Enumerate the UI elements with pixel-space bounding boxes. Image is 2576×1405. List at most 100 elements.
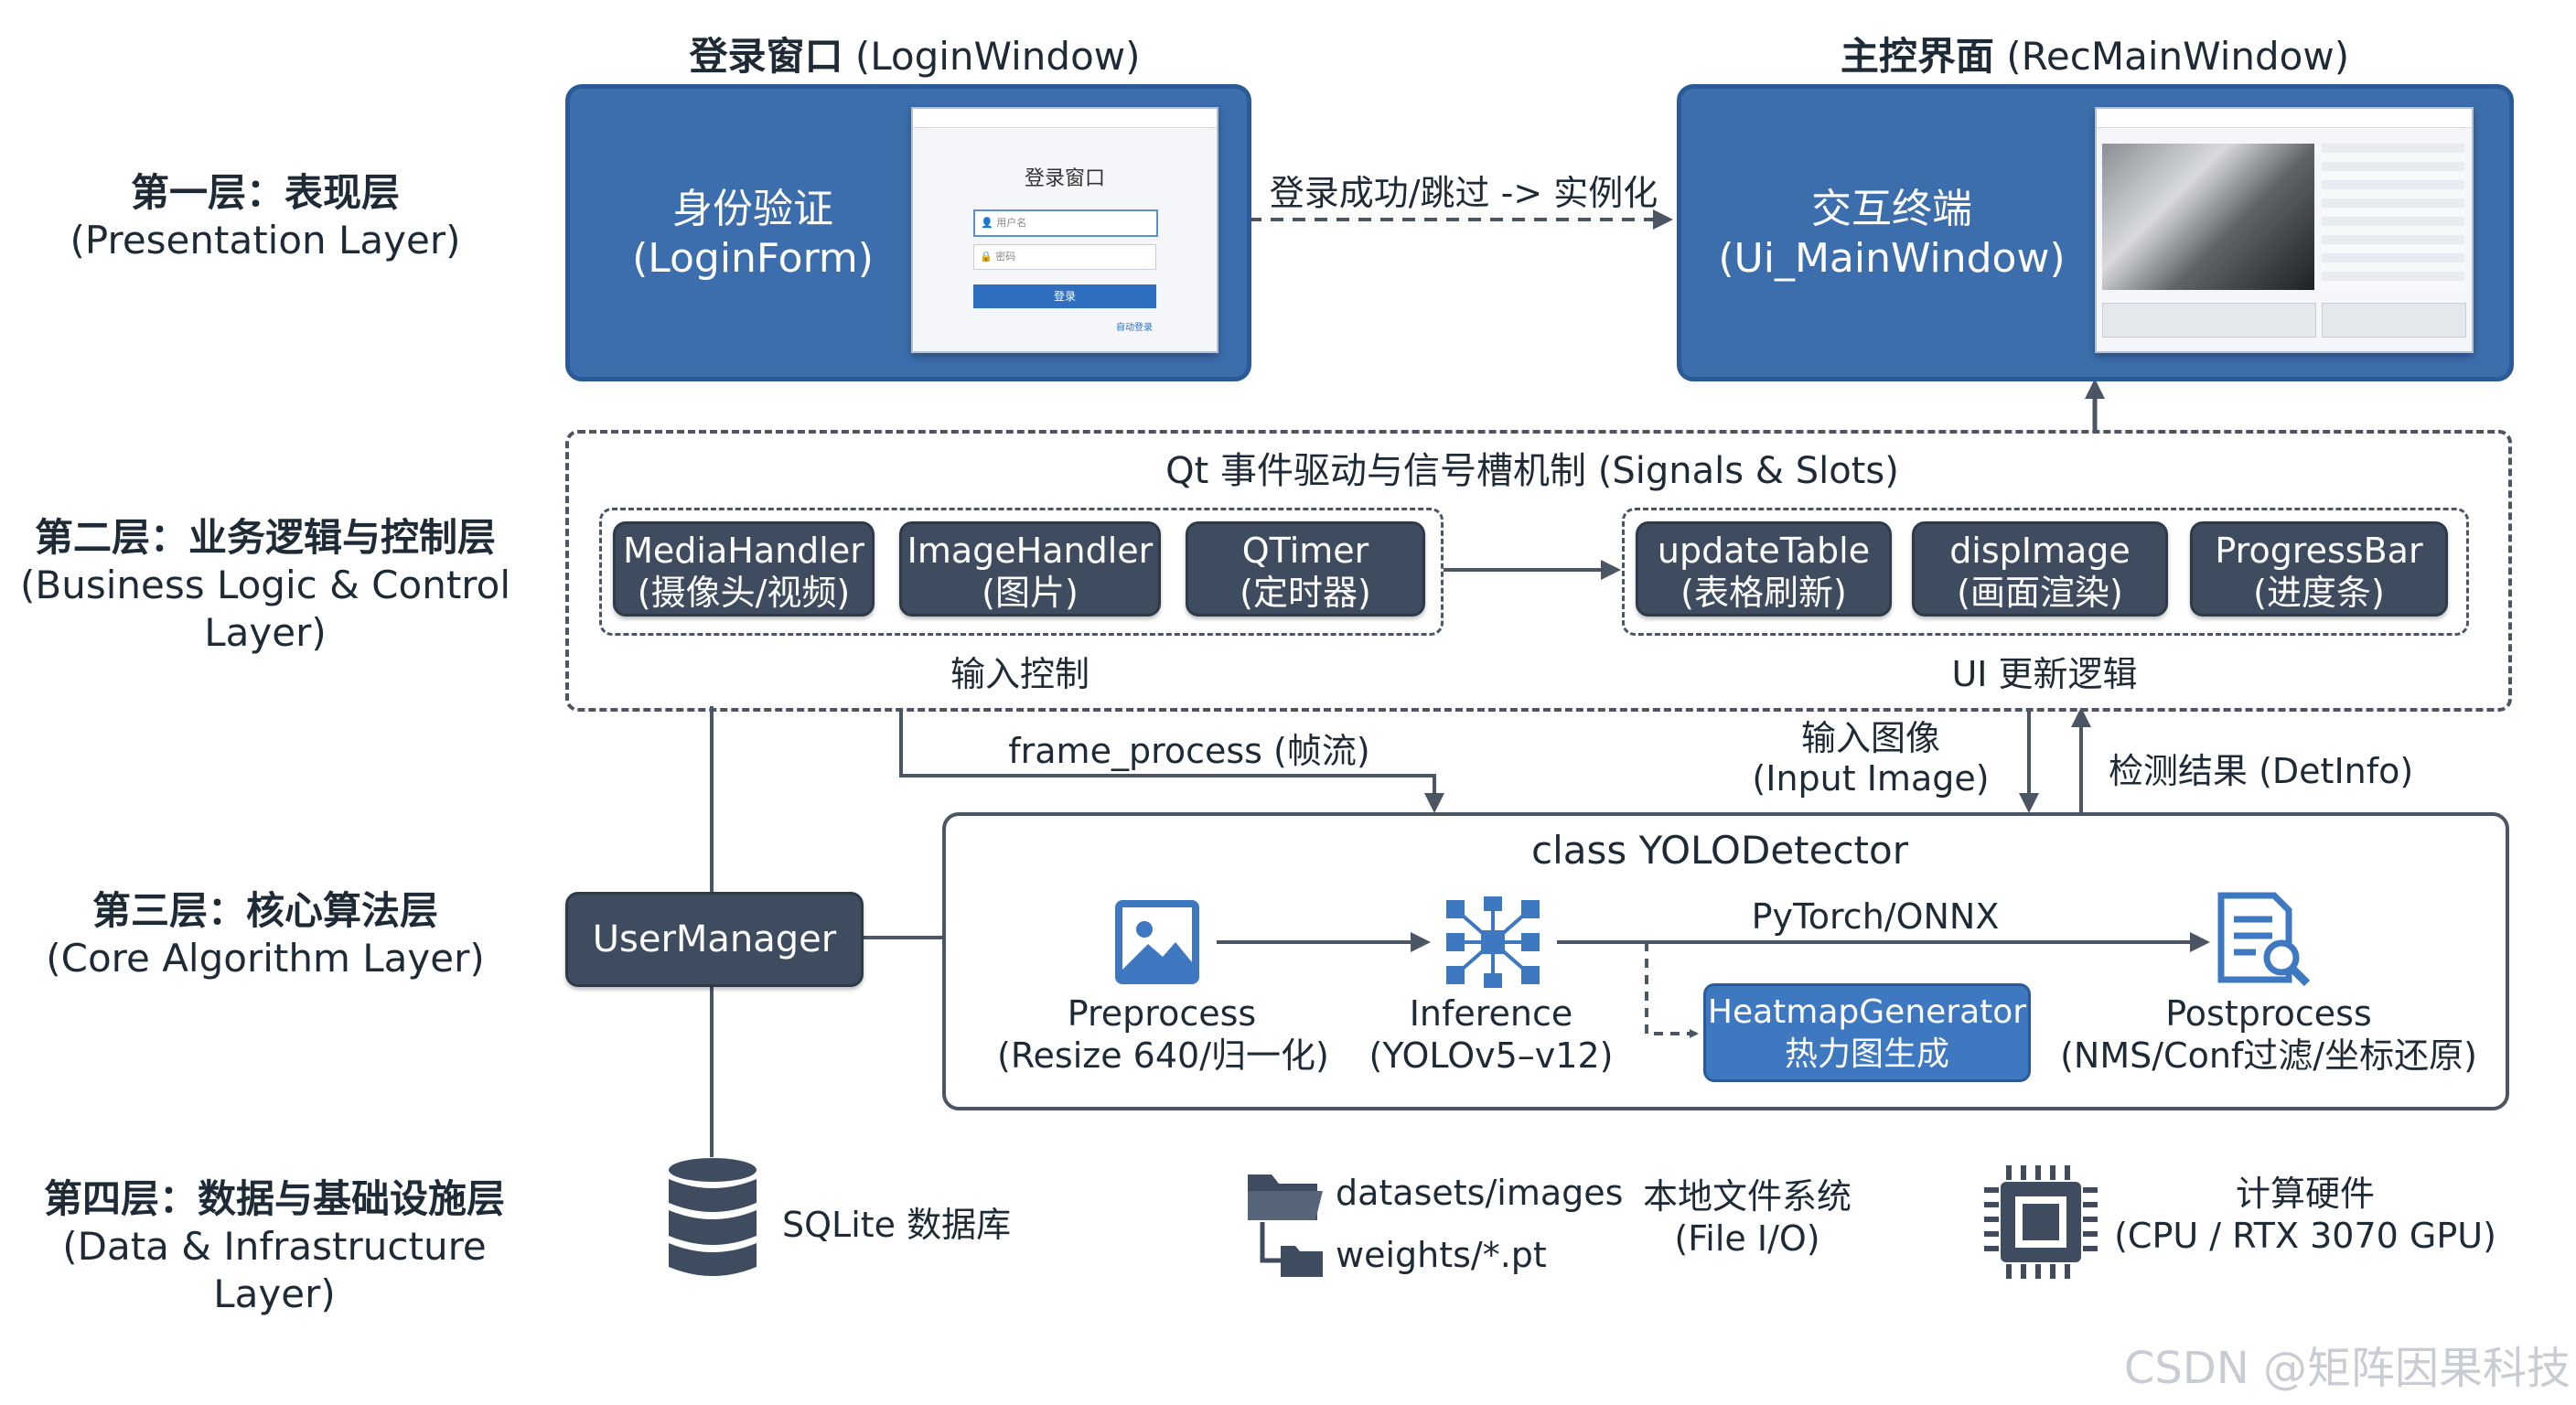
pytorch-onnx-label: PyTorch/ONNX — [1751, 896, 2000, 937]
layer1-subtitle: (Presentation Layer) — [70, 218, 461, 263]
layer3-subtitle: (Core Algorithm Layer) — [46, 936, 485, 981]
login-form-label: 身份验证 (LoginForm) — [588, 185, 918, 284]
login-mini-titlebar — [913, 109, 1217, 128]
imagehandler-line1: ImageHandler — [907, 531, 1154, 571]
main-title-cn: 主控界面 — [1840, 34, 1994, 79]
updatetable-line2: (表格刷新) — [1680, 573, 1847, 613]
input-image-line1: 输入图像 — [1800, 718, 1940, 758]
folder-icon — [1248, 1174, 1323, 1277]
yolo-detector-title: class YOLODetector — [1530, 828, 1908, 873]
login-title-en: (LoginWindow) — [854, 34, 1141, 79]
mediahandler-chip: MediaHandler (摄像头/视频) — [613, 521, 875, 617]
qtimer-line2: (定时器) — [1240, 573, 1371, 613]
login-mini-button[interactable]: 登录 — [973, 284, 1156, 308]
login-mini-username[interactable]: 👤 用户名 — [973, 209, 1158, 237]
login-mini-password[interactable]: 🔒 密码 — [973, 244, 1156, 270]
preprocess-line2: (Resize 640/归一化) — [997, 1035, 1329, 1076]
frame-process-label: frame_process (帧流) — [1008, 731, 1370, 771]
input-image-line2: (Input Image) — [1752, 758, 1990, 799]
user-icon: 👤 — [981, 217, 993, 229]
layer4-label: 第四层：数据与基础设施层 (Data & Infrastructure Laye… — [18, 1175, 531, 1318]
login-to-main-label: 登录成功/跳过 -> 实例化 — [1269, 173, 1658, 213]
watermark: CSDN @矩阵因果科技 — [2123, 1343, 2571, 1394]
cpu-chip-icon — [1984, 1165, 2098, 1279]
dispimage-chip: dispImage (画面渲染) — [1912, 521, 2168, 617]
image-icon — [1115, 900, 1199, 984]
mediahandler-line2: (摄像头/视频) — [637, 573, 851, 613]
detinfo-label: 检测结果 (DetInfo) — [2109, 751, 2414, 791]
progressbar-line1: ProgressBar — [2215, 531, 2423, 571]
main-title-en: (RecMainWindow) — [2006, 34, 2350, 79]
dispimage-line2: (画面渲染) — [1957, 573, 2123, 613]
qtimer-line1: QTimer — [1241, 531, 1369, 571]
layer4-subtitle: (Data & Infrastructure Layer) — [62, 1224, 487, 1316]
login-form-line1: 身份验证 — [672, 186, 833, 232]
dispimage-line1: dispImage — [1949, 531, 2131, 571]
qtimer-chip: QTimer (定时器) — [1186, 521, 1425, 617]
main-mini-button-row — [2102, 303, 2316, 338]
main-mini-camera-view — [2102, 144, 2314, 290]
hardware-label: 计算硬件 (CPU / RTX 3070 GPU) — [2113, 1173, 2497, 1257]
preprocess-line1: Preprocess — [1067, 993, 1257, 1034]
progressbar-chip: ProgressBar (进度条) — [2190, 521, 2448, 617]
main-window-box: 交互终端 (Ui_MainWindow) — [1677, 84, 2514, 381]
arrow-frame-process — [899, 708, 1444, 813]
updatetable-line1: updateTable — [1657, 531, 1871, 571]
hardware-line1: 计算硬件 — [2235, 1174, 2375, 1214]
inference-label: Inference (YOLOv5–v12) — [1354, 992, 1628, 1077]
login-mini-window: 登录窗口 👤 用户名 🔒 密码 登录 自动登录 — [911, 107, 1218, 353]
main-mini-side-buttons — [2322, 303, 2466, 338]
input-control-group — [599, 508, 1444, 636]
layer4-title: 第四层：数据与基础设施层 — [43, 1176, 505, 1221]
main-mini-titlebar — [2097, 109, 2472, 128]
main-window-title: 主控界面 (RecMainWindow) — [1683, 26, 2506, 81]
postprocess-label: Postprocess (NMS/Conf过滤/坐标还原) — [2049, 992, 2488, 1077]
imagehandler-chip: ImageHandler (图片) — [899, 521, 1161, 617]
heatmap-line1: HeatmapGenerator — [1707, 993, 2027, 1031]
layer3-title: 第三层：核心算法层 — [91, 888, 438, 933]
yolo-detector-box — [942, 812, 2509, 1110]
layer1-title: 第一层：表现层 — [130, 170, 400, 215]
layer2-label: 第二层：业务逻辑与控制层 (Business Logic & Control L… — [18, 514, 512, 657]
login-form-line2: (LoginForm) — [632, 235, 874, 282]
document-search-icon — [2217, 892, 2311, 987]
login-mini-footer-link[interactable]: 自动登录 — [1116, 323, 1153, 333]
weights-label: weights/*.pt — [1336, 1235, 1547, 1275]
layer3-label: 第三层：核心算法层 (Core Algorithm Layer) — [37, 887, 494, 982]
login-mini-username-placeholder: 用户名 — [996, 217, 1027, 229]
filesystem-line1: 本地文件系统 — [1642, 1176, 1852, 1217]
main-mini-window — [2095, 107, 2474, 353]
layer2-title: 第二层：业务逻辑与控制层 — [34, 515, 496, 560]
arrow-inf-heatmap — [1645, 942, 1699, 1038]
layer2-subtitle: (Business Logic & Control Layer) — [20, 563, 510, 655]
postprocess-line2: (NMS/Conf过滤/坐标还原) — [2060, 1035, 2477, 1076]
main-mini-controls — [2322, 144, 2464, 290]
inference-line2: (YOLOv5–v12) — [1368, 1035, 1614, 1076]
updatetable-chip: updateTable (表格刷新) — [1636, 521, 1892, 617]
ui-update-label: UI 更新逻辑 — [1951, 654, 2138, 694]
input-image-label: 输入图像 (Input Image) — [1729, 718, 2012, 799]
neural-network-icon — [1446, 896, 1540, 988]
main-ui-label: 交互终端 (Ui_MainWindow) — [1700, 185, 2084, 284]
imagehandler-line2: (图片) — [982, 573, 1079, 613]
main-ui-line1: 交互终端 — [1811, 186, 1972, 232]
heatmap-generator-box: HeatmapGenerator 热力图生成 — [1703, 983, 2031, 1082]
usermanager-chip: UserManager — [565, 892, 864, 987]
sqlite-label: SQLite 数据库 — [782, 1205, 1012, 1245]
filesystem-line2: (File I/O) — [1674, 1218, 1820, 1259]
login-mini-title: 登录窗口 — [1024, 167, 1105, 190]
hardware-line2: (CPU / RTX 3070 GPU) — [2114, 1216, 2496, 1256]
heatmap-line2: 热力图生成 — [1784, 1035, 1949, 1073]
progressbar-line2: (进度条) — [2253, 573, 2385, 613]
login-window-title: 登录窗口 (LoginWindow) — [567, 26, 1262, 81]
main-ui-line2: (Ui_MainWindow) — [1718, 235, 2066, 282]
postprocess-line1: Postprocess — [2165, 993, 2372, 1034]
database-icon — [669, 1158, 757, 1276]
login-mini-password-placeholder: 密码 — [995, 251, 1016, 263]
signals-slots-title: Qt 事件驱动与信号槽机制 (Signals & Slots) — [1165, 450, 1899, 492]
input-control-label: 输入控制 — [950, 654, 1089, 694]
filesystem-label: 本地文件系统 (File I/O) — [1628, 1175, 1866, 1260]
inference-line1: Inference — [1409, 993, 1573, 1034]
signals-slots-box — [565, 430, 2512, 712]
